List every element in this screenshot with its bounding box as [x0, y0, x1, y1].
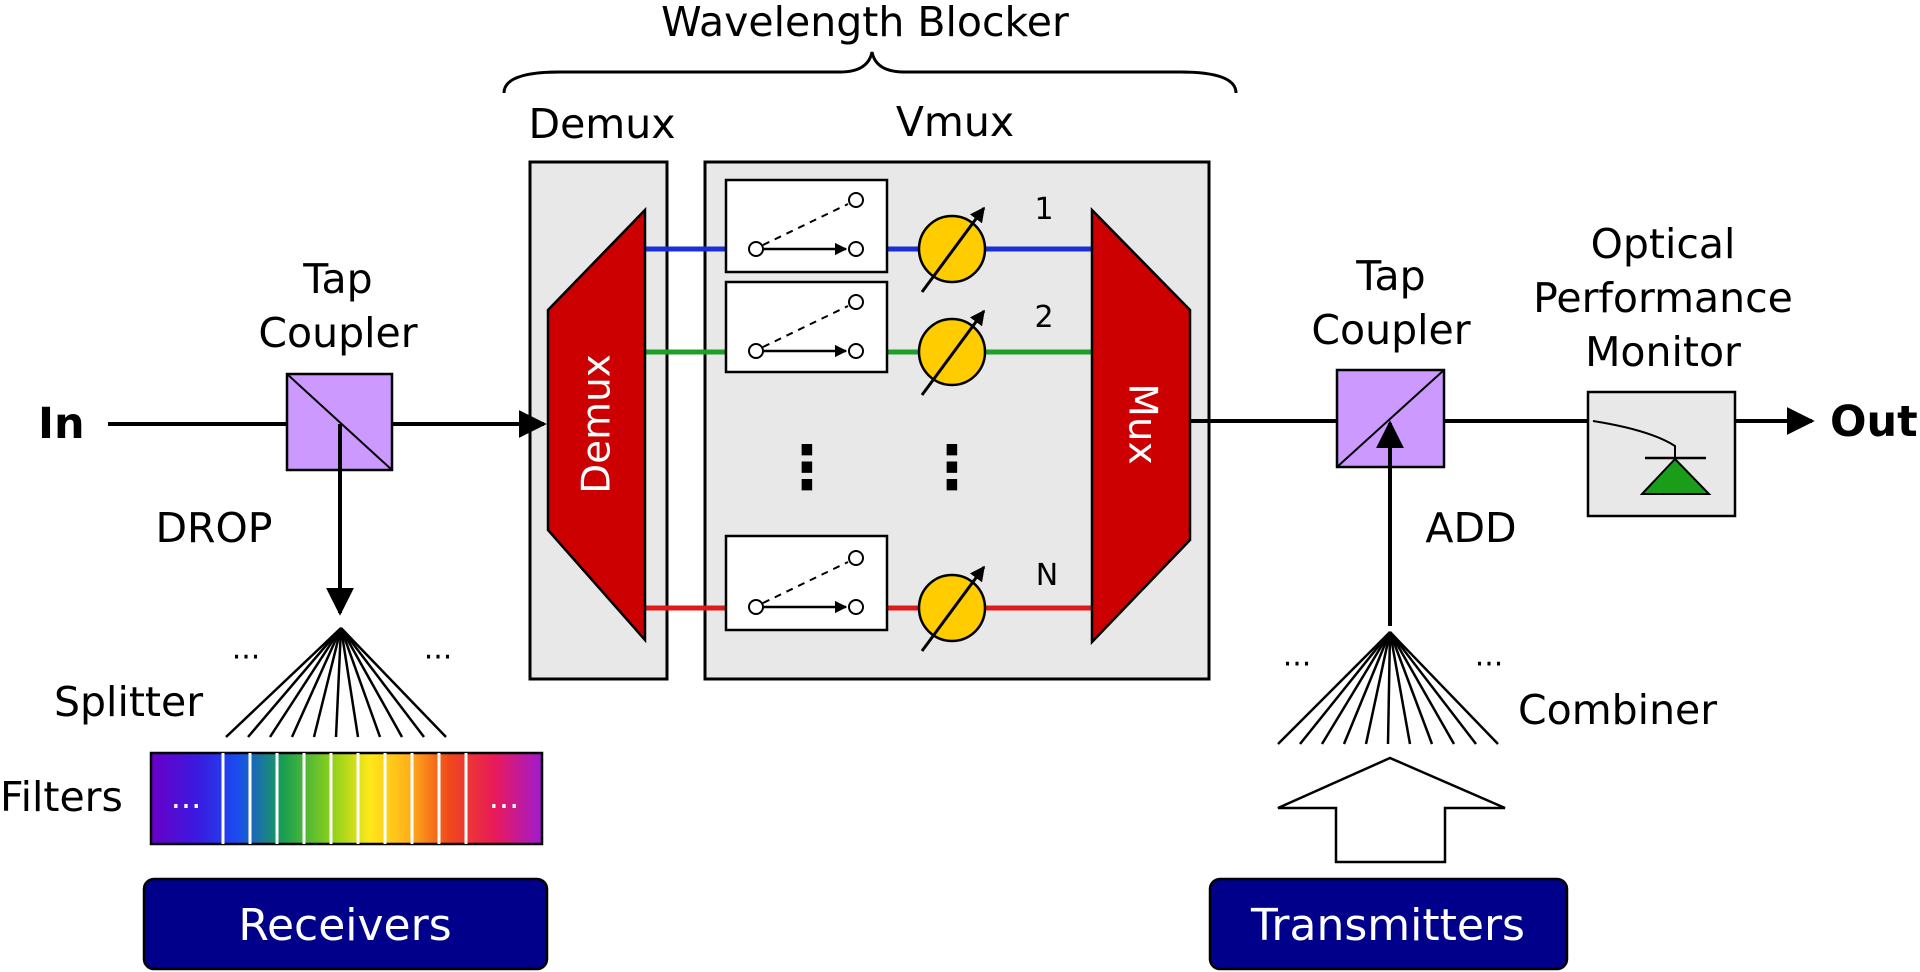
output-label: Out — [1830, 397, 1918, 447]
transmitters-label: Transmitters — [1250, 900, 1525, 951]
combiner-ellipsis-right: ··· — [1475, 647, 1504, 682]
combiner-label: Combiner — [1518, 686, 1717, 734]
attenuator-1-icon — [917, 206, 987, 293]
input-label: In — [38, 399, 85, 449]
mux-block — [1090, 206, 1192, 646]
diagram-title: Wavelength Blocker — [661, 0, 1069, 46]
vmux-header: Vmux — [896, 98, 1014, 146]
top-brace — [502, 51, 1238, 94]
combiner-ellipsis-left: ··· — [1283, 647, 1312, 682]
combiner-fan — [1277, 631, 1499, 745]
opm-label-line1: Optical — [1591, 220, 1736, 268]
transmitters-button[interactable] — [1208, 877, 1569, 971]
switch-n — [724, 534, 889, 632]
demux-block — [546, 206, 647, 644]
filter-ellipsis-right: ... — [489, 778, 520, 816]
opm-label-line2: Performance — [1533, 274, 1793, 322]
attenuator-2-icon — [917, 309, 987, 396]
tap-coupler-right-line2: Coupler — [1311, 306, 1470, 354]
transmitters-arrow-icon — [1277, 756, 1506, 864]
tap-coupler-left-line2: Coupler — [258, 309, 417, 357]
splitter-label: Splitter — [54, 678, 203, 726]
channel-ellipsis-attenuator: ⋮ — [922, 433, 982, 503]
channel-number-2: 2 — [1034, 300, 1053, 335]
opm-label-line3: Monitor — [1585, 328, 1741, 376]
filters-label: Filters — [0, 773, 123, 821]
filter-ellipsis-left: ... — [171, 778, 202, 816]
splitter-fan — [225, 627, 447, 738]
tap-coupler-left-line1: Tap — [302, 255, 372, 303]
receivers-label: Receivers — [238, 900, 451, 951]
receivers-button[interactable] — [142, 877, 549, 971]
switch-1 — [724, 178, 889, 274]
optical-performance-monitor — [1586, 390, 1737, 518]
channel-number-1: 1 — [1034, 192, 1053, 227]
splitter-ellipsis-left: ··· — [232, 640, 261, 675]
add-label: ADD — [1425, 504, 1516, 552]
tap-coupler-right-line1: Tap — [1355, 252, 1425, 300]
channel-number-n: N — [1036, 558, 1058, 593]
demux-header: Demux — [529, 100, 676, 148]
filter-bank — [149, 751, 544, 846]
mux-block-label: Mux — [1120, 383, 1165, 464]
photodetector-icon — [1639, 456, 1712, 495]
drop-label: DROP — [155, 504, 272, 552]
demux-block-label: Demux — [575, 354, 620, 494]
channel-ellipsis-switch: ⋮ — [777, 433, 837, 503]
splitter-ellipsis-right: ··· — [424, 640, 453, 675]
switch-2 — [724, 280, 889, 374]
attenuator-n-icon — [917, 565, 987, 652]
